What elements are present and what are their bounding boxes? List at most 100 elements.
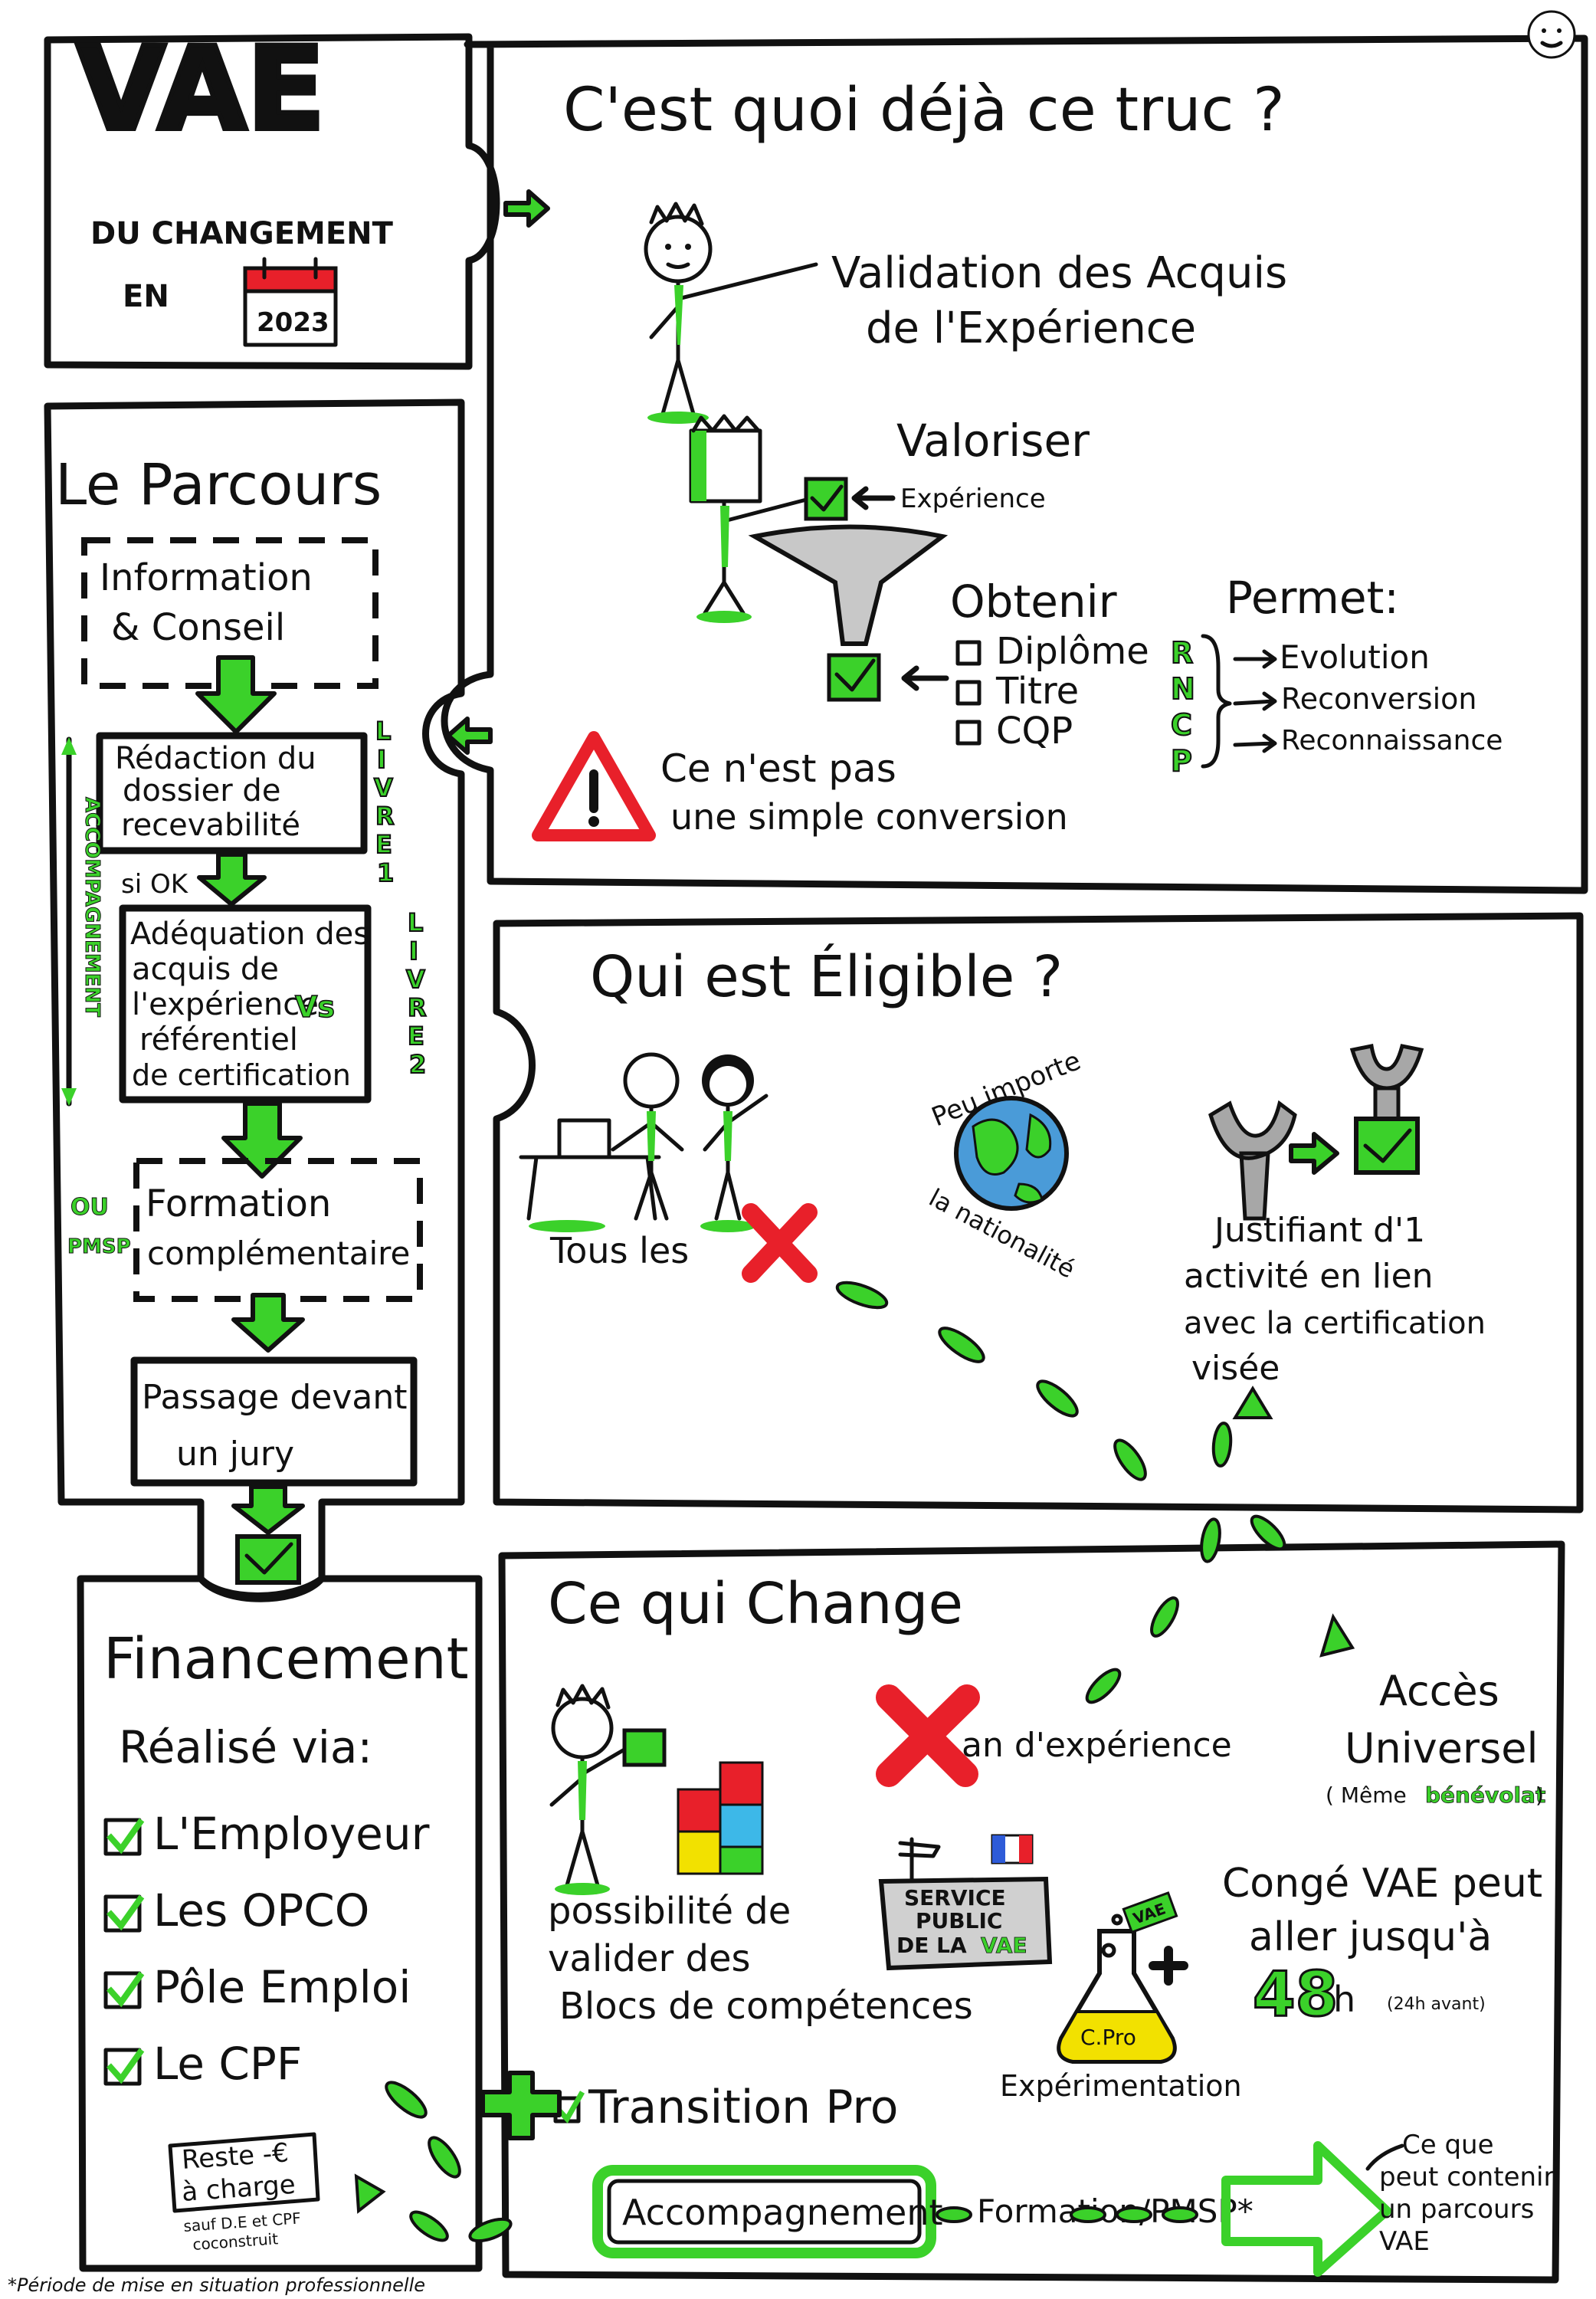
header-subtitle-2: EN bbox=[123, 279, 169, 314]
financement-list: L'Employeur Les OPCO Pôle Emploi Le CPF bbox=[103, 1808, 430, 2090]
check-icon bbox=[834, 658, 876, 692]
arrow-down-icon-4 bbox=[231, 1293, 305, 1353]
arrow-left-icon-2 bbox=[901, 665, 949, 691]
crossed-age-icon bbox=[742, 1203, 818, 1283]
financement-title: Financement bbox=[103, 1626, 469, 1692]
svg-text:L: L bbox=[375, 717, 391, 746]
pmsp-label: PMSP bbox=[67, 1235, 131, 1258]
step-information-2: & Conseil bbox=[111, 606, 285, 649]
parcours-title: Le Parcours bbox=[55, 452, 382, 518]
obtenir-label: Obtenir bbox=[950, 576, 1117, 628]
dashed-path-decoration bbox=[354, 1281, 1355, 2243]
svg-text:L: L bbox=[408, 908, 423, 937]
step-adequation-3: l'expérience bbox=[132, 987, 319, 1022]
calendar-icon: 2023 bbox=[243, 257, 338, 347]
step-adequation-4: référentiel bbox=[139, 1022, 298, 1058]
person-funnel-icon bbox=[689, 414, 949, 646]
calendar-year: 2023 bbox=[257, 307, 329, 338]
vs-label: Vs bbox=[295, 990, 335, 1024]
step-redaction-1: Rédaction du bbox=[115, 741, 316, 776]
rncp-vertical: R N C P bbox=[1170, 635, 1196, 779]
svg-text:P: P bbox=[1171, 744, 1192, 778]
acronym-line-1: Validation des Acquis bbox=[831, 248, 1287, 298]
arrow-down-icon bbox=[195, 655, 277, 734]
tous-les-label: Tous les bbox=[549, 1230, 689, 1271]
svg-text:V: V bbox=[406, 965, 425, 994]
universel-label: Universel bbox=[1345, 1724, 1539, 1773]
service-public-2: PUBLIC bbox=[916, 1908, 1002, 1933]
step-adequation-box bbox=[119, 904, 372, 1104]
accompagnement-side: ACCOMPAGNEMENT bbox=[80, 797, 103, 1017]
accompagnement-label: Accompagnement bbox=[622, 2192, 943, 2233]
conge-line-1: Congé VAE peut bbox=[1222, 1861, 1542, 1907]
parcours-panel: Le Parcours Information & Conseil Rédact… bbox=[44, 398, 465, 1599]
arrow-down-icon-2 bbox=[197, 852, 267, 907]
flask-label: C.Pro bbox=[1080, 2025, 1136, 2050]
svg-text:R: R bbox=[1171, 636, 1193, 670]
warning-line-1: Ce n'est pas bbox=[660, 746, 896, 791]
livre1-vertical: L I V R E 1 bbox=[373, 716, 395, 888]
svg-text:I: I bbox=[377, 745, 386, 774]
financement-employeur: L'Employeur bbox=[153, 1808, 430, 1860]
justifiant-4: visée bbox=[1191, 1349, 1280, 1388]
justifiant-2: activité en lien bbox=[1184, 1257, 1434, 1296]
arrow-right-icon bbox=[503, 189, 550, 228]
conge-hours-unit: h bbox=[1333, 1979, 1355, 2020]
conge-line-2: aller jusqu'à bbox=[1249, 1914, 1492, 1960]
step-formation-1: Formation bbox=[146, 1182, 331, 1225]
option-diplome: Diplôme bbox=[996, 630, 1149, 673]
svg-text:I: I bbox=[409, 936, 418, 966]
eligible-title: Qui est Éligible ? bbox=[590, 943, 1063, 1010]
benevolat-label: bénévolat bbox=[1425, 1782, 1545, 1808]
service-public-3: DE LA bbox=[896, 1933, 967, 1958]
benefit-reconversion: Reconversion bbox=[1281, 682, 1476, 716]
justifiant-1: Justifiant d'1 bbox=[1212, 1211, 1425, 1250]
header-subtitle-1: DU CHANGEMENT bbox=[90, 216, 394, 251]
step-information-1: Information bbox=[100, 556, 313, 599]
arrow-down-icon-3 bbox=[221, 1101, 303, 1179]
transition-label: Transition Pro bbox=[588, 2081, 898, 2134]
option-list: Diplôme Titre CQP bbox=[955, 630, 1149, 753]
svg-text:C: C bbox=[1171, 708, 1192, 742]
benefit-reconnaissance: Reconnaissance bbox=[1281, 725, 1503, 756]
conge-hours-note: (24h avant) bbox=[1387, 1995, 1486, 2014]
meme-close: ) bbox=[1535, 1782, 1544, 1808]
header-title: VAE bbox=[77, 23, 325, 156]
benefit-evolution: Evolution bbox=[1280, 638, 1430, 676]
svg-text:E: E bbox=[375, 830, 392, 859]
footnote: *Période de mise en situation profession… bbox=[8, 2274, 425, 2296]
puzzle-match-icon bbox=[1208, 1044, 1424, 1221]
step-redaction-2: dossier de bbox=[123, 773, 280, 808]
option-cqp: CQP bbox=[996, 710, 1073, 753]
arrow-left-icon bbox=[851, 486, 896, 510]
crossed-year-icon bbox=[876, 1684, 980, 1787]
plus-icon bbox=[480, 2071, 562, 2140]
globe-icon bbox=[954, 1096, 1069, 1211]
two-people-desk-icon bbox=[519, 1052, 769, 1232]
step-redaction-3: recevabilité bbox=[121, 808, 300, 843]
author-avatar bbox=[1527, 10, 1576, 59]
formation-pmsp-label: Formation/PMSP* bbox=[977, 2192, 1254, 2230]
experience-change: an d'expérience bbox=[962, 1726, 1232, 1765]
financement-panel: Financement Réalisé via: L'Employeur Les… bbox=[77, 1575, 483, 2272]
svg-text:R: R bbox=[408, 993, 427, 1022]
conge-hours: 48 bbox=[1253, 1959, 1338, 2030]
brace bbox=[1201, 634, 1232, 769]
possibilite-1: possibilité de bbox=[548, 1890, 791, 1933]
svg-text:V: V bbox=[374, 773, 393, 802]
big-arrow-right-icon bbox=[1221, 2141, 1391, 2277]
arrow-down-icon-5 bbox=[231, 1484, 305, 1535]
financement-via: Réalisé via: bbox=[119, 1721, 372, 1773]
change-title: Ce qui Change bbox=[548, 1571, 963, 1637]
change-panel: Ce qui Change possibilité de valider des… bbox=[498, 1540, 1565, 2284]
svg-text:R: R bbox=[375, 802, 395, 831]
valoriser-label: Valoriser bbox=[896, 415, 1090, 467]
step-redaction-box bbox=[96, 732, 368, 854]
header-panel: VAE DU CHANGEMENT EN 2023 bbox=[44, 21, 500, 370]
svg-text:2: 2 bbox=[409, 1050, 426, 1079]
eligible-panel: Qui est Éligible ? Tous les Peu importe … bbox=[493, 912, 1584, 1514]
svg-text:E: E bbox=[408, 1022, 424, 1051]
reste-a-charge-note: Reste -€ à charge sauf D.E et CPF cocons… bbox=[168, 2132, 320, 2254]
warning-icon bbox=[532, 731, 656, 841]
contenir-3: un parcours bbox=[1379, 2194, 1534, 2225]
